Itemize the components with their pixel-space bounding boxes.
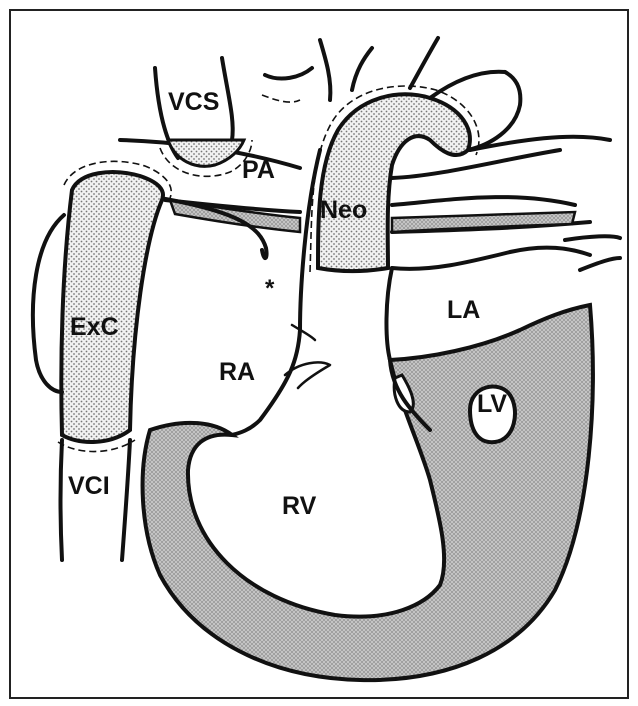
vci-vessel-left (61, 440, 63, 560)
head-vessel-3 (410, 38, 438, 88)
label-vci: VCI (68, 472, 110, 500)
label-exc: ExC (70, 313, 119, 341)
label-la: LA (447, 296, 480, 324)
pa-branch-right (565, 236, 620, 240)
vcs-vessel-right (222, 58, 233, 140)
label-ra: RA (219, 358, 255, 386)
label-neo: Neo (320, 196, 367, 224)
septal-ridge (292, 325, 315, 340)
head-vessel-4 (265, 68, 312, 79)
pa-right-mid (392, 197, 575, 205)
vcs-anastomosis (168, 140, 244, 166)
aortic-arch-top (430, 72, 505, 98)
asterisk-marker: * (265, 275, 275, 302)
head-vessel-2 (352, 48, 372, 90)
vci-vessel-right (122, 440, 130, 560)
head-vessel-1 (320, 40, 330, 100)
ventricle-myocardium (143, 305, 593, 680)
label-rv: RV (282, 492, 317, 520)
label-vcs: VCS (168, 88, 219, 116)
rpa-stub (262, 95, 300, 102)
label-lv: LV (477, 390, 507, 418)
left-atrium-wall (392, 248, 590, 269)
neo-aorta-conduit (318, 94, 470, 271)
label-pa: PA (242, 156, 275, 184)
aortic-arch (468, 72, 520, 150)
extracardiac-conduit (61, 172, 163, 442)
pa-branch-right-2 (580, 258, 620, 270)
